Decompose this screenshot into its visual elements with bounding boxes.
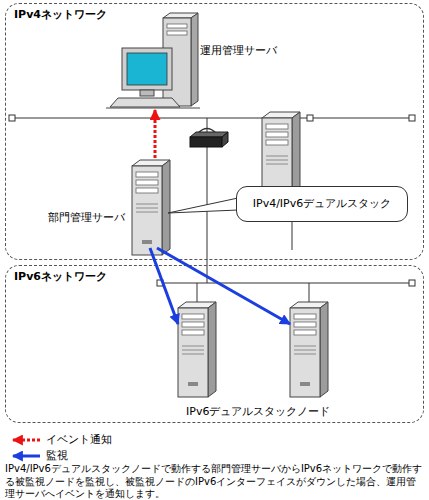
network-wire [207,146,208,283]
network-bus [12,118,412,119]
monitor-arrow [150,248,178,324]
workstation-node: 運用管理サーバ [110,12,288,110]
callout-tail [168,198,238,213]
bus-terminator [157,280,163,286]
bus-terminator [307,115,313,121]
desk-edge [106,108,200,109]
server-symbol [178,302,216,397]
bus-terminator [9,115,15,121]
node-label: IPv4ネットワーク [14,8,107,22]
drive-bay [167,24,187,28]
bus-terminator [409,280,415,286]
workstation-tower [191,13,198,106]
drive-bay [167,31,187,35]
legend-text: イベント通知 [46,433,112,447]
node-label: IPv6ネットワーク [14,270,107,284]
node-group-label: IPv6デュアルスタックノード [186,405,330,419]
bus-terminator [409,115,415,121]
node-label: 部門管理サーバ [48,211,125,225]
node-label: IPv4/IPv6デュアルスタック [253,197,391,211]
network-bus [160,283,412,284]
monitor-arrow [157,248,290,324]
node-label: 運用管理サーバ [200,44,277,58]
legend-sample-arrow [13,455,40,458]
server-node: 部門管理サーバ [45,158,172,248]
caption: IPv4/IPv6デュアルスタックノードで動作する部門管理サーバからIPv6ネッ… [5,463,425,500]
network-zone: IPv4ネットワーク運用管理サーバ部門管理サーバ IPv4/IPv6デュアルスタッ… [5,3,424,260]
network-wire [309,283,310,302]
router-symbol [190,137,222,147]
monitor-stand [140,90,154,96]
keyboard [110,98,180,107]
router-symbol [222,132,228,147]
legend-text: 監視 [46,449,68,463]
monitor-screen [127,53,167,85]
legend-sample-dotted-arrow [13,439,40,442]
monitor [122,48,172,90]
event-arrow [154,110,157,158]
network-zone: IPv6ネットワーク [5,265,424,423]
server-symbol [132,160,170,255]
network-wire [197,283,198,302]
server-node [178,300,218,398]
callout-bubble: IPv4/IPv6デュアルスタック [236,186,408,222]
server-symbol [290,302,328,397]
server-node [290,300,330,398]
